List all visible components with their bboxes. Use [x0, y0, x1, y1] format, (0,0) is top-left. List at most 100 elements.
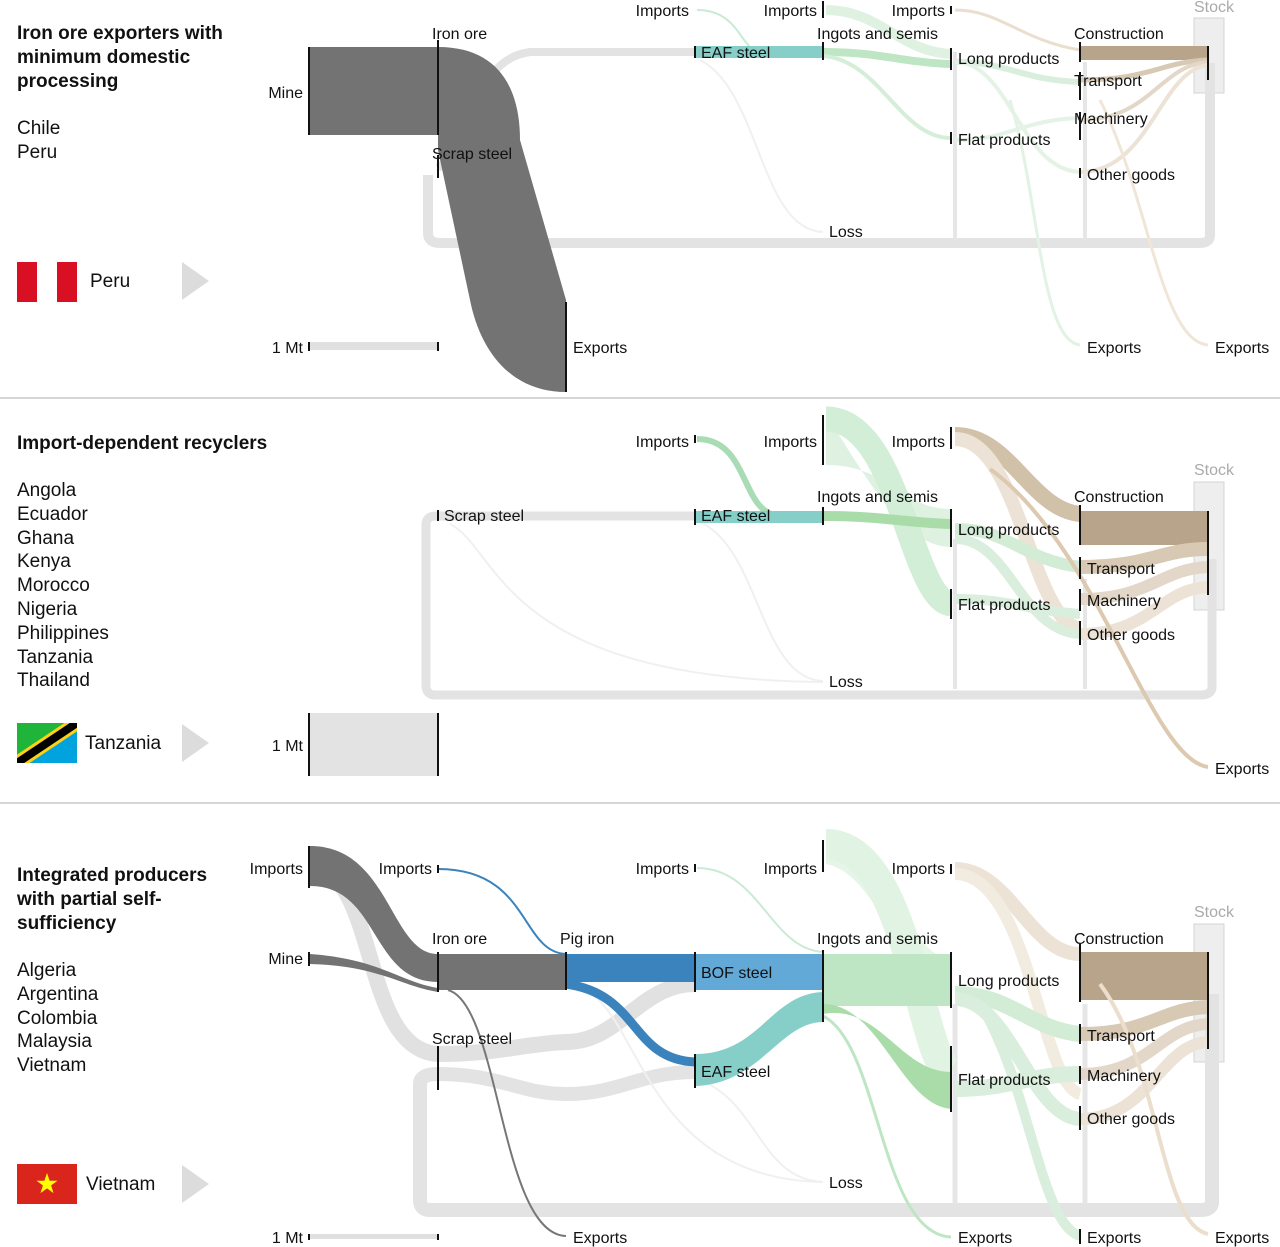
node-label-long-products: Long products: [958, 522, 1059, 539]
country-item: Chile: [17, 118, 61, 139]
node-label-flat-products: Flat products: [958, 132, 1050, 149]
country-item: Ecuador: [17, 503, 88, 525]
node-label-iron-ore: Iron ore: [432, 26, 487, 43]
construction-to-stock-flow: [1080, 952, 1208, 1000]
import-flow: [825, 5, 952, 59]
tanzania-flag-icon: [13, 717, 81, 769]
transport-to-stock-flow: [1079, 1000, 1209, 1041]
scale-label: 1 Mt: [272, 738, 304, 755]
transport-to-stock-flow: [1079, 542, 1209, 574]
scrap-loop-flow: [421, 511, 1217, 700]
machinery-to-stock-flow: [1079, 561, 1209, 605]
node-label-exports: Exports: [573, 340, 627, 357]
example-country-name: Tanzania: [85, 733, 162, 754]
export-flow: [1098, 982, 1209, 1236]
coke-import-flow: [437, 868, 567, 955]
construction-to-stock-flow: [1080, 511, 1208, 545]
ore-export-flow: [447, 989, 567, 1237]
node-label-eaf-steel: EAF steel: [701, 1064, 770, 1081]
pig-iron-to-eaf-flow: [565, 979, 696, 1067]
transport-flow: [954, 523, 1081, 573]
node-label-exports: Exports: [1087, 340, 1141, 357]
other-goods-flow: [954, 992, 1082, 1126]
node-label-flat-products: Flat products: [958, 1072, 1050, 1089]
eaf-steel-flow: [695, 992, 823, 1086]
country-item: Kenya: [17, 551, 71, 573]
scale-bar: [310, 342, 438, 350]
flat-products-flow: [823, 1004, 951, 1109]
iron-ore-to-pig-iron-flow: [438, 954, 566, 990]
example-country-name: Vietnam: [86, 1174, 156, 1195]
node-label-imports: Imports: [379, 861, 432, 878]
country-item: Nigeria: [17, 598, 78, 620]
other-goods-flow: [954, 534, 1081, 639]
vietnam-flag-icon: [17, 1164, 77, 1204]
node-label-exports: Exports: [573, 1230, 627, 1247]
node-label-scrap-steel: Scrap steel: [432, 146, 512, 163]
export-flow: [1098, 99, 1209, 347]
node-label-exports: Exports: [1215, 761, 1269, 778]
other-goods-to-stock-flow: [1079, 581, 1209, 640]
machinery-flow: [954, 116, 1081, 142]
machinery-to-stock-flow: [1079, 1018, 1209, 1080]
node-label-scrap-steel: Scrap steel: [444, 508, 524, 525]
import-flow: [824, 406, 956, 617]
node-label-imports: Imports: [892, 434, 945, 451]
bof-steel-flow: [695, 954, 823, 990]
panel-import-dependent-recyclers: Import-dependent recyclers Angola Ecuado…: [0, 399, 1280, 802]
node-label-pig-iron: Pig iron: [560, 931, 614, 948]
panel-title: Import-dependent recyclers: [17, 433, 268, 454]
export-flow: [822, 1014, 952, 1239]
node-label-machinery: Machinery: [1087, 593, 1161, 610]
node-label-ingots: Ingots and semis: [817, 931, 938, 948]
country-item: Algeria: [17, 960, 77, 981]
next-arrow-icon[interactable]: [182, 724, 209, 762]
sankey-diagram: Mine Iron ore Scrap steel Exports Import…: [268, 0, 1269, 392]
import-flow: [696, 867, 824, 953]
node-label-long-products: Long products: [958, 973, 1059, 990]
machinery-to-stock-flow: [1079, 60, 1209, 122]
country-item: Angola: [17, 480, 77, 501]
loss-flow: [449, 523, 824, 683]
sankey-diagram: Imports Mine Imports Iron ore Scrap stee…: [250, 829, 1269, 1247]
node-label-imports: Imports: [892, 3, 945, 20]
transport-flow: [954, 986, 1082, 1042]
node-label-iron-ore: Iron ore: [432, 931, 487, 948]
country-list: Chile Peru: [17, 117, 60, 165]
import-flow: [954, 8, 1081, 52]
machinery-flow: [954, 594, 1081, 619]
node-label-long-products: Long products: [958, 51, 1059, 68]
panel-title: Iron ore exporters with minimum domestic…: [17, 23, 223, 92]
next-arrow-icon[interactable]: [182, 1165, 209, 1203]
ore-export-flow: [310, 47, 566, 392]
node-label-exports: Exports: [1215, 1230, 1269, 1247]
export-flow: [975, 1001, 1083, 1241]
export-flow: [1008, 99, 1081, 347]
panel-divider: [0, 397, 1280, 399]
country-item: Malaysia: [17, 1031, 92, 1053]
imported-ore-flow: [310, 846, 438, 982]
panel-integrated-producers: Integrated producers with partial self-s…: [0, 804, 1280, 1247]
node-label-loss: Loss: [829, 674, 863, 691]
scale-label: 1 Mt: [272, 1230, 304, 1247]
loss-flow: [699, 59, 824, 233]
node-label-mine: Mine: [268, 951, 303, 968]
country-item: Colombia: [17, 1007, 98, 1029]
construction-to-stock-flow: [1080, 46, 1208, 60]
node-label-imports: Imports: [892, 861, 945, 878]
panel-iron-ore-exporters: Iron ore exporters with minimum domestic…: [0, 0, 1280, 398]
loss-flow: [579, 988, 824, 1183]
node-label-other-goods: Other goods: [1087, 167, 1175, 184]
node-label-imports: Imports: [764, 434, 817, 451]
node-label-bof-steel: BOF steel: [701, 965, 772, 982]
scale-bar: [310, 1234, 438, 1239]
node-label-machinery: Machinery: [1087, 1068, 1161, 1085]
other-goods-to-stock-flow: [1079, 63, 1209, 174]
node-label-imports: Imports: [636, 861, 689, 878]
next-arrow-icon[interactable]: [182, 262, 209, 300]
country-item: Thailand: [17, 670, 90, 692]
node-label-exports: Exports: [1087, 1230, 1141, 1247]
eaf-steel-flow: [695, 46, 823, 58]
panel-title: Integrated producers with partial self-s…: [17, 865, 208, 934]
example-country-name: Peru: [90, 271, 131, 292]
